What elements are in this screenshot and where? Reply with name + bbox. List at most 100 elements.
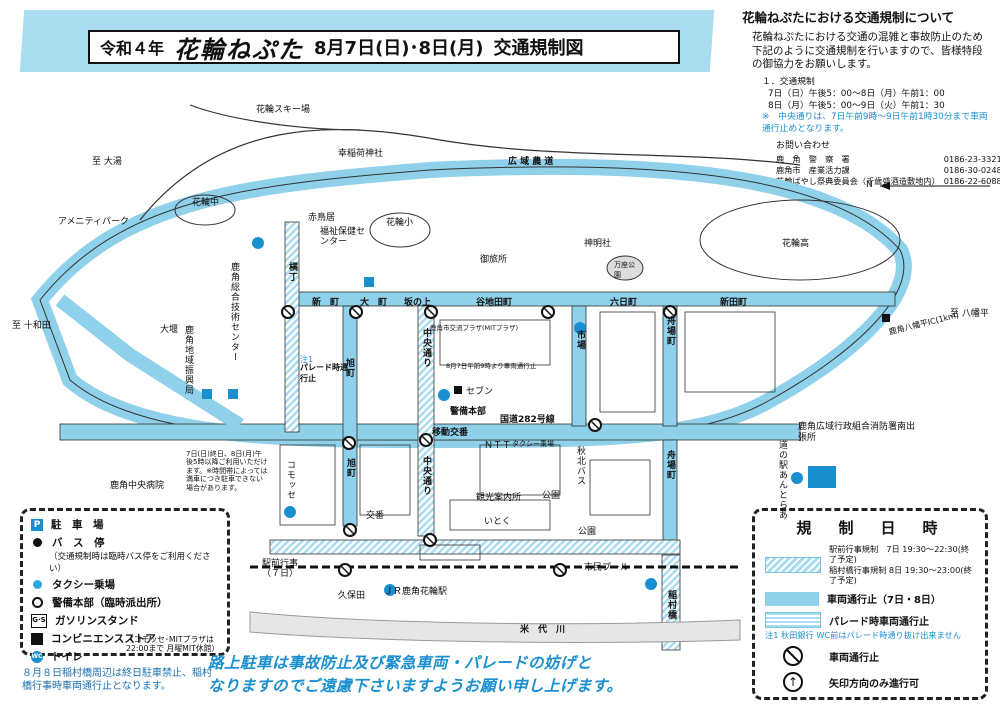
legend-parade-note: 注1 秋田銀行 WC前はパレード時通り抜け出来ません [765,630,961,640]
label-amenity: アメニティパーク [58,217,130,227]
hatch-swatch [765,556,821,573]
legend-toilet-label: トイレ [51,651,83,663]
label-chuodori: 中央通り [421,328,431,368]
title-festival: 花輪ねぷた [174,35,305,64]
label-fukushi: 福祉保健センター [320,227,366,247]
legend-noentry-label: 車両通行止 [829,652,879,664]
label-muika: 六日町 [610,298,638,308]
gas-station-icon: G·S [31,613,47,628]
convenience-store-icon [31,632,43,645]
legend-bus-label: バ ス 停 [52,537,105,549]
label-inamura: 稲村橋 [666,590,676,620]
no-entry-icon [783,646,803,667]
label-yachi: 谷地田町 [476,298,513,308]
label-chuo-hospital: 鹿角中央病院 [110,481,165,491]
footnote-text: ８月８日稲村橋周辺は終日駐車禁止、稲村橋行事時車両通行止となります。 [22,668,212,692]
label-kosu: 7日(日)終日、8日(月)午後5時以降ご利用いただけます。※時間帯によっては満車… [186,450,268,492]
label-asahicho-south: 旭町 [345,458,355,478]
label-funaba: 舟場町 [665,316,675,346]
cvs-marker [454,386,462,394]
legend-parking-label: 駐 車 場 [51,519,104,531]
legend-oneway-label: 矢印方向のみ進行可 [829,678,919,690]
legend-row-police: 警備本部（臨時派出所） [31,595,219,610]
contact-row: 鹿角市 産業活力課 0186-30-0248 [776,165,1000,176]
contact-row: 花輪ばやし祭典委員会（千歳盛酒造敷地内）0186-22-6088 [776,176,1000,187]
label-pill2: 8月7日午前9時より車両通行止 [446,362,537,370]
upper-road [139,128,801,221]
taxi-icon [33,580,42,589]
title-box: 令和４年 花輪ねぷた 8月7日(日)･8日(月) 交通規制図 [88,30,680,64]
label-yokocho: 横丁 [287,262,297,282]
label-pill1: 鹿角市交流プラザ(MITプラザ) [430,324,519,332]
label-hospital: 鹿角地域振興局 [183,325,193,395]
legend-row-oneway: ↑矢印方向のみ進行可 [765,672,975,693]
legend-row-bus: バ ス 停 [31,535,219,550]
legend-row-event: 駅前行事規制 7日 19:30～22:30(終了予定) 稲村橋行事規制 8日 1… [765,544,975,585]
label-kouen: 公園 [542,491,561,501]
yokocho-road [284,221,300,433]
label-taxi: タクシー乗場 [512,440,554,448]
label-sakanoue: 坂の上 [404,298,432,308]
notice-body: 花輪ねぷたにおける交通の混雑と事故防止のため下記のように交通規制を行いますので、… [752,30,983,71]
label-manza: 万座公園 [614,261,635,279]
label-shinmeisha: 神明社 [584,239,612,249]
notice-note: ※ 中央通りは、7日午前9時～9日午前1時30分まで車両通行止めとなります。 [762,112,988,135]
legend-event-text: 駅前行事規制 7日 19:30～22:30(終了予定) 稲村橋行事規制 8日 1… [829,544,975,585]
notice-item-title: １．交通規制 [762,76,815,87]
legend-closed-label: 車両通行止（7日・8日） [827,595,941,606]
legend-regulation-heading: 規 制 日 時 [796,519,944,537]
label-school-mid: 花輪中 [192,198,220,208]
asahi-road [342,305,358,527]
legend-bus-note: （交通規制時は臨時バス停をご利用ください） [49,552,211,574]
stripe-swatch [765,612,821,628]
label-odo: 大堰 [160,325,179,335]
label-torii: 赤鳥居 [308,213,336,223]
footnote-inamura: ８月８日稲村橋周辺は終日駐車禁止、稲村橋行事時車両通行止となります。 [22,667,217,693]
bus-stop-icon [33,538,42,547]
label-shinmachi: 新 町 [312,298,340,308]
label-asahicho: 旭町 [344,358,354,378]
label-yoneshiro: 米 代 川 [520,625,566,635]
label-kouen-2: 公園 [578,527,597,537]
label-shimin-pool: 市民プール [584,563,630,573]
contact-tel: 0186-30-0248 [943,165,1000,176]
label-seven: セブン [466,387,494,397]
label-chuodori-south: 中央通り [421,456,431,496]
station-road [269,539,681,555]
label-school-elem: 花輪小 [386,218,414,228]
hanawa-middle-school [174,194,236,226]
label-mae-event: 駅前行事（７日） [262,559,299,579]
notice-panel: 花輪ねぷたにおける交通規制について 花輪ねぷたにおける交通の混雑と事故防止のため… [742,10,1000,188]
legend-row-noentry: 車両通行止 [765,646,975,667]
legend-taxi-label: タクシー乗場 [52,579,115,591]
label-michinoeki: 道の駅あんとらあ [777,440,787,520]
contact-name: 鹿 角 警 察 署 [776,154,850,165]
contact-title: お問い合わせ [776,141,831,152]
legend-row-parade: パレード時車両通行止 [765,612,975,628]
legend-cvs-label: コンビニエンスストア [51,633,156,645]
upper-road-2 [189,104,361,131]
label-fire: 鹿角広域行政組合消防署南出張所 [798,422,916,443]
label-kanko: 観光案内所 [476,493,522,503]
label-omachi: 大 町 [360,298,388,308]
toilet-markers [252,237,803,596]
notice-line2: 8日（月）午後5：00～9日（火）午前1：30 [768,100,945,111]
title-era: 令和４年 [100,39,165,58]
contact-name: 鹿角市 産業活力課 [776,165,850,176]
no-entry-slashes [283,307,675,575]
title-dates: 8月7日(日)･8日(月) [314,38,484,59]
label-ski: 花輪スキー場 [256,105,311,115]
parking-markers [202,277,836,488]
label-note1: 注1 [300,355,314,364]
label-ito: いとく [484,517,511,527]
legend-event-line2: 稲村橋行事規制 8日 19:30～23:00(終了予定) [829,564,972,585]
label-odate: 至 大湯 [92,157,122,167]
hanawa-high [699,199,901,281]
label-keibi: 警備本部 [450,407,487,417]
